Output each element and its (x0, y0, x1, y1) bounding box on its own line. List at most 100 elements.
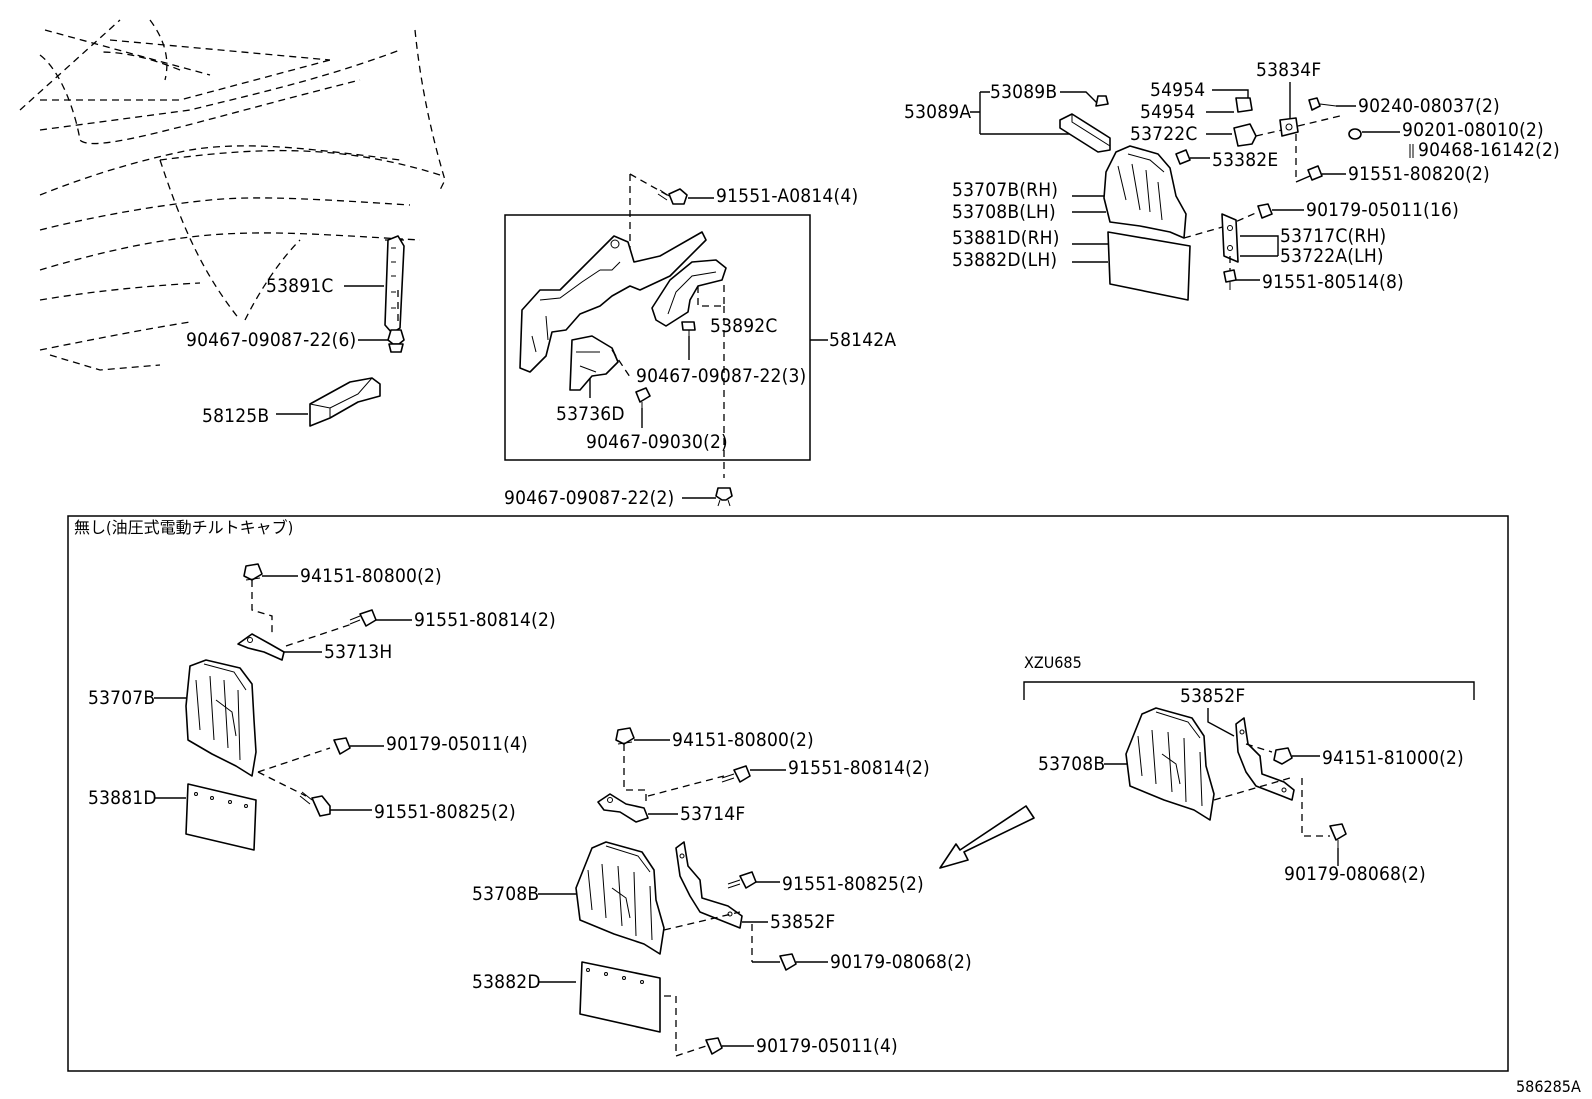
label-53089A: 53089A (904, 101, 971, 123)
label-58142A: 58142A (829, 329, 896, 351)
bar-53089A (1059, 113, 1111, 153)
lower-box-caption: 無し(油圧式電動チルトキャブ) (74, 518, 293, 537)
bolt-91551-80825-mid (727, 871, 757, 889)
nut-90179-05011-mid (705, 1037, 723, 1055)
label-90467-09087-22-3: 90467-09087-22(3) (636, 365, 806, 387)
bolt-91551-80825-left (299, 791, 331, 817)
label-90201: 90201-08010(2) (1402, 119, 1544, 141)
hinge-53834F (1279, 117, 1299, 137)
label-94151-81000: 94151-81000(2) (1322, 747, 1464, 769)
label-91551-80825-left: 91551-80825(2) (374, 801, 516, 823)
direction-arrow (939, 805, 1035, 869)
label-58125B: 58125B (202, 405, 269, 427)
lower-variant-box (67, 515, 1509, 1072)
label-91551-80825-mid: 91551-80825(2) (782, 873, 924, 895)
label-53708B-right: 53708B (1038, 753, 1105, 775)
cab-outline (19, 19, 446, 371)
panel-53708B-right (1125, 707, 1215, 821)
label-53852F-mid: 53852F (770, 911, 835, 933)
label-94151-80800-mid: 94151-80800(2) (672, 729, 814, 751)
label-54954-a: 54954 (1150, 79, 1205, 101)
label-90179-08068-mid: 90179-08068(2) (830, 951, 972, 973)
label-90179-05011-16: 90179-05011(16) (1306, 199, 1459, 221)
pin-90468 (1409, 144, 1414, 158)
label-91551-A0814: 91551-A0814(4) (716, 185, 858, 207)
label-53722C: 53722C (1130, 123, 1198, 145)
label-91551-80814-left: 91551-80814(2) (414, 609, 556, 631)
label-90468: 90468-16142(2) (1418, 139, 1560, 161)
label-91551-80514: 91551-80514(8) (1262, 271, 1404, 293)
label-90467-09030: 90467-09030(2) (586, 431, 728, 453)
bracket-53714F (597, 793, 649, 823)
panel-53708B-mid (575, 841, 665, 955)
nut-94151-81000 (1273, 747, 1293, 765)
nut-90179-08068-right (1329, 823, 1347, 848)
clip-90467-09087-22-2 (715, 487, 733, 507)
label-90467-09087-22-6: 90467-09087-22(6) (186, 329, 356, 351)
label-53882D-mid: 53882D (472, 971, 541, 993)
label-53852F-right: 53852F (1180, 685, 1245, 707)
bolt-90179-05011-16 (1257, 203, 1273, 219)
cover-53736D (569, 335, 619, 391)
cushion-58125B (309, 377, 381, 427)
figure-code: 586285A (1516, 1077, 1581, 1096)
flap-53882D-mid (579, 961, 661, 1033)
label-53881D-RH: 53881D(RH) (952, 227, 1060, 249)
washer-90201 (1348, 128, 1362, 140)
label-91551-80814-mid: 91551-80814(2) (788, 757, 930, 779)
bolt-53382E (1175, 149, 1191, 165)
label-53891C: 53891C (266, 275, 334, 297)
label-53892C: 53892C (710, 315, 778, 337)
bolt-91551-80814-mid (721, 765, 751, 783)
label-53708B-mid: 53708B (472, 883, 539, 905)
label-53708B-LH: 53708B(LH) (952, 201, 1056, 223)
label-53707B-left: 53707B (88, 687, 155, 709)
bolt-91551-80820 (1307, 165, 1323, 181)
label-53881D-left: 53881D (88, 787, 157, 809)
label-94151-80800-left: 94151-80800(2) (300, 565, 442, 587)
block-53722C (1233, 123, 1257, 147)
label-53736D: 53736D (556, 403, 625, 425)
flap-53881D-top-right (1107, 231, 1191, 301)
bolt-91551-A0814 (657, 188, 688, 205)
label-54954-b: 54954 (1140, 101, 1195, 123)
clip-90467-09030 (635, 387, 651, 408)
label-53382E: 53382E (1212, 149, 1278, 171)
label-90240: 90240-08037(2) (1358, 95, 1500, 117)
label-53714F: 53714F (680, 803, 745, 825)
variant-XZU685: XZU685 (1024, 653, 1082, 672)
bracket-53852F-mid (675, 841, 743, 929)
bolt-90240-08037 (1308, 97, 1337, 111)
nut-90179-08068-mid (779, 953, 797, 971)
label-53834F: 53834F (1256, 59, 1321, 81)
label-91551-80820: 91551-80820(2) (1348, 163, 1490, 185)
clip-90467-09087-22-6 (387, 329, 405, 353)
label-90179-08068-right: 90179-08068(2) (1284, 863, 1426, 885)
label-53722A-LH: 53722A(LH) (1280, 245, 1384, 267)
bracket-53892C (651, 259, 727, 327)
label-53713H: 53713H (324, 641, 392, 663)
panel-53707B-top-right (1103, 145, 1187, 239)
label-53882D-LH: 53882D(LH) (952, 249, 1057, 271)
label-53089B: 53089B (990, 81, 1057, 103)
label-53717C-RH: 53717C(RH) (1280, 225, 1386, 247)
bracket-assembly-main (519, 231, 707, 373)
label-90179-05011-4-left: 90179-05011(4) (386, 733, 528, 755)
panel-53707B-left (185, 659, 257, 777)
nut-94151-80800-left (243, 563, 263, 581)
pad-54954 (1235, 97, 1253, 113)
bracket-53717C (1221, 213, 1239, 263)
label-53707B-RH: 53707B(RH) (952, 179, 1058, 201)
bolt-91551-80514 (1223, 269, 1237, 290)
bracket-53891C (384, 235, 405, 334)
clip-53089B (1095, 95, 1109, 107)
assembly-58142A-box (504, 214, 811, 461)
label-90467-09087-22-2: 90467-09087-22(2) (504, 487, 674, 509)
label-90179-05011-4-mid: 90179-05011(4) (756, 1035, 898, 1057)
clip-90467-09087-22-3 (681, 321, 696, 336)
bolt-91551-80814-left (349, 609, 377, 627)
flap-53881D-left (185, 783, 257, 851)
bracket-53713H (237, 633, 285, 661)
nut-94151-80800-mid (615, 727, 635, 745)
